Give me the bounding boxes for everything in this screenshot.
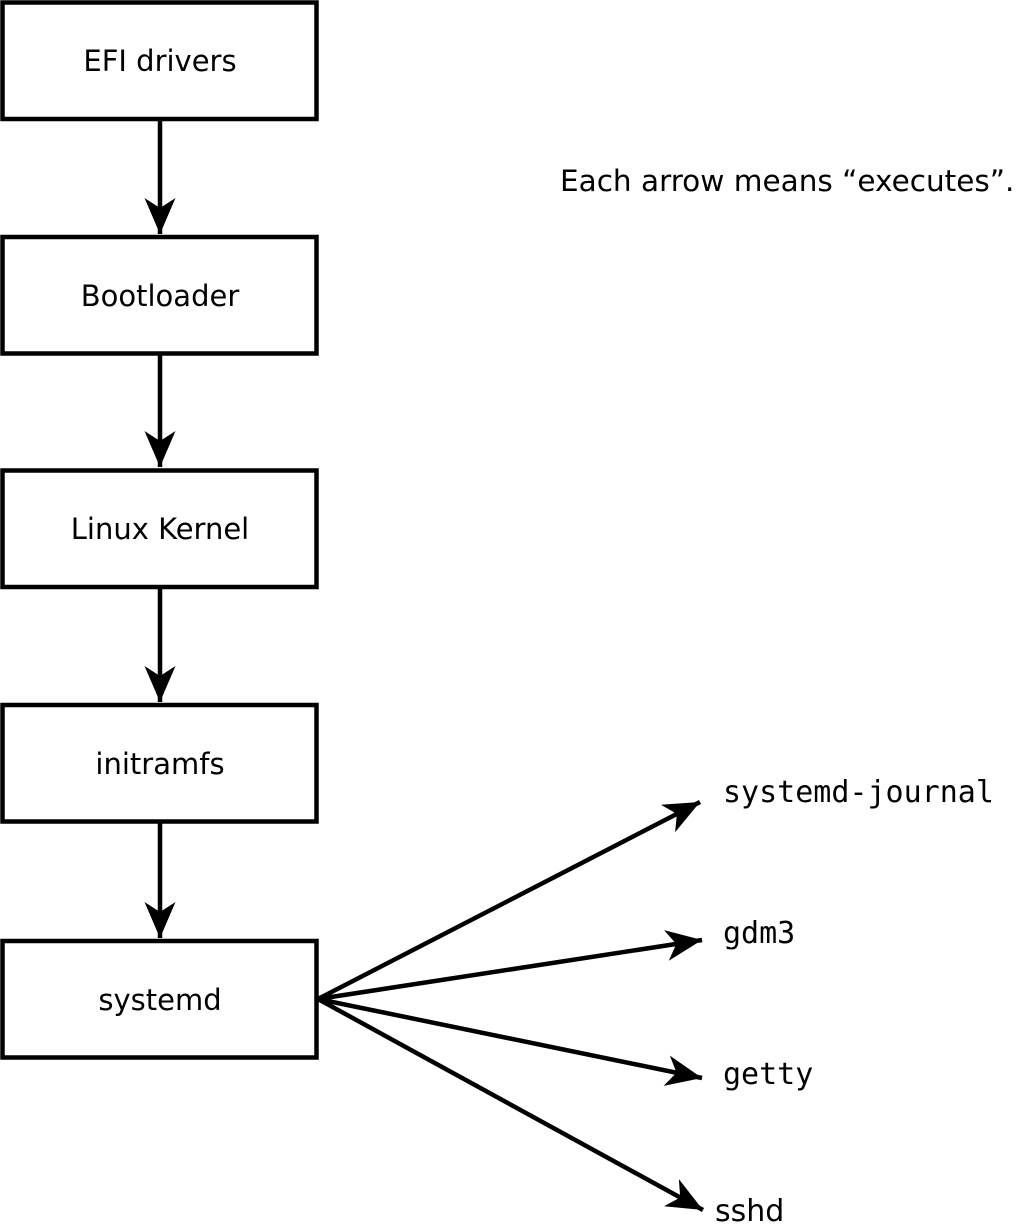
label-gdm3: gdm3 xyxy=(723,916,795,951)
node-efi-drivers-label: EFI drivers xyxy=(83,44,236,78)
node-linux-kernel-label: Linux Kernel xyxy=(71,512,249,546)
node-systemd-label: systemd xyxy=(98,983,221,1017)
label-getty: getty xyxy=(723,1057,813,1092)
node-bootloader-label: Bootloader xyxy=(81,279,240,313)
node-initramfs-label: initramfs xyxy=(95,747,224,781)
edge-systemd-to-sshd-arrow xyxy=(316,997,705,1212)
node-efi-drivers: EFI drivers xyxy=(0,0,319,122)
node-systemd: systemd xyxy=(0,938,319,1060)
node-efi-drivers-box xyxy=(0,0,319,122)
edge-systemd-to-getty-arrow xyxy=(317,996,703,1086)
spawned-process-labels: systemd-journal gdm3 getty sshd xyxy=(715,775,994,1229)
node-systemd-box xyxy=(0,938,319,1060)
node-linux-kernel: Linux Kernel xyxy=(0,468,319,590)
spawn-edges xyxy=(316,800,705,1212)
arrow-meaning-note: Each arrow means “executes”. xyxy=(560,164,1014,198)
label-sshd: sshd xyxy=(715,1194,784,1229)
node-bootloader: Bootloader xyxy=(0,234,319,356)
node-bootloader-box xyxy=(0,234,319,356)
node-initramfs: initramfs xyxy=(0,702,319,824)
label-systemd-journal: systemd-journal xyxy=(723,775,994,810)
edge-systemd-to-journal-arrow xyxy=(316,800,702,1001)
node-initramfs-box xyxy=(0,702,319,824)
chain-nodes: EFI drivers Bootloader Linux Kernel init… xyxy=(0,0,319,1060)
node-linux-kernel-box xyxy=(0,468,319,590)
edge-systemd-to-gdm3-arrow xyxy=(317,930,703,1002)
